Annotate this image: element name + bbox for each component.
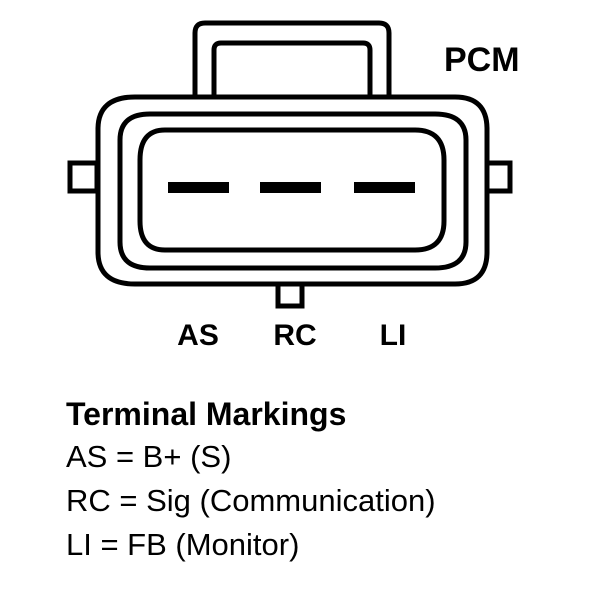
terminal-blade-li: [354, 182, 415, 193]
legend-line-as: AS = B+ (S): [66, 439, 232, 474]
locking-tab-inner: [211, 40, 373, 97]
left-ear: [67, 160, 100, 194]
legend-title: Terminal Markings: [66, 396, 347, 432]
terminal-label-as: AS: [177, 319, 219, 352]
locking-tab: [192, 20, 392, 97]
connector-label: PCM: [444, 41, 520, 79]
terminal-label-rc: RC: [273, 319, 317, 352]
terminal-blade-rc: [260, 182, 321, 193]
legend-line-rc: RC = Sig (Communication): [66, 483, 436, 518]
legend-line-li: LI = FB (Monitor): [66, 527, 300, 562]
terminal-label-li: LI: [379, 319, 407, 352]
terminal-markings-legend: Terminal Markings AS = B+ (S) RC = Sig (…: [66, 393, 436, 567]
terminal-blade-as: [168, 182, 229, 193]
